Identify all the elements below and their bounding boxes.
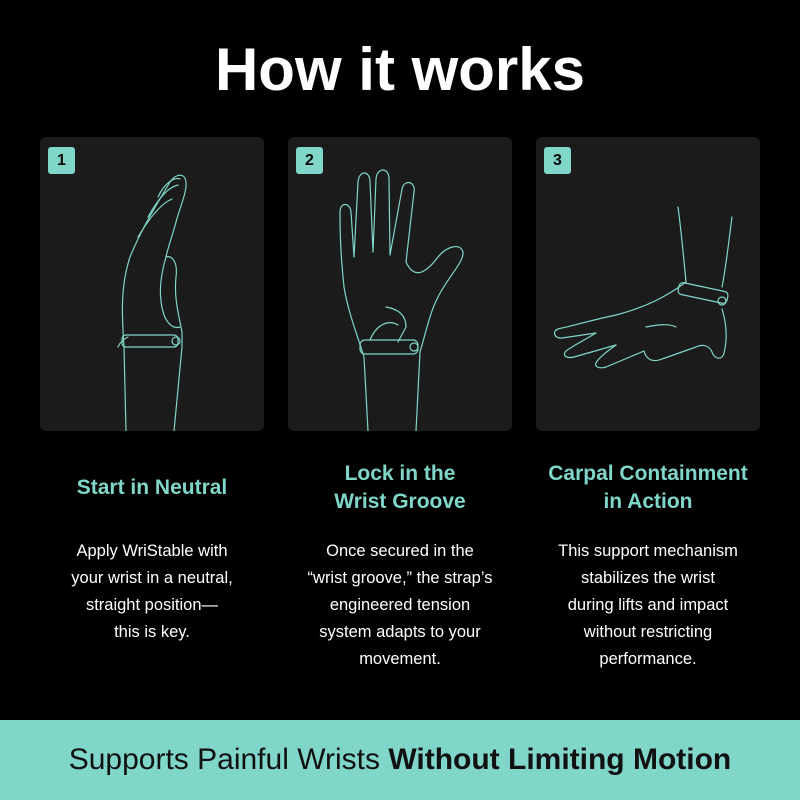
step-1-card: 1 <box>40 137 264 431</box>
step-2-title: Lock in the Wrist Groove <box>275 460 525 516</box>
step-1-title: Start in Neutral <box>27 474 277 502</box>
footer-banner: Supports Painful Wrists Without Limiting… <box>0 720 800 800</box>
page-title: How it works <box>214 36 586 103</box>
step-3-card: 3 <box>536 137 760 431</box>
step-3-title-line: Carpal Containment <box>548 462 748 485</box>
desc-line: performance. <box>599 650 697 668</box>
desc-line: Apply WriStable with <box>76 542 228 560</box>
desc-line: movement. <box>359 650 441 668</box>
desc-line: engineered tension <box>329 596 471 614</box>
footer-text-regular: Supports Painful Wrists <box>68 743 389 776</box>
step-2-title-line: Wrist Groove <box>334 490 466 513</box>
desc-line: during lifts and impact <box>567 596 729 614</box>
step-3-badge: 3 <box>544 147 571 174</box>
desc-line: this is key. <box>114 623 190 641</box>
hand-flat-strap-icon <box>553 206 733 369</box>
footer-text-bold: Without Limiting Motion <box>388 743 732 776</box>
step-2-card: 2 <box>288 137 512 431</box>
hand-palm-strap-icon <box>339 169 464 431</box>
desc-line: “wrist groove,” the strap’s <box>307 569 493 587</box>
step-2-badge: 2 <box>296 147 323 174</box>
step-3-title-line: in Action <box>603 490 693 513</box>
step-3-title: Carpal Containment in Action <box>523 460 773 516</box>
desc-line: This support mechanism <box>558 542 738 560</box>
step-2-title-line: Lock in the <box>344 462 456 485</box>
desc-line: system adapts to your <box>319 623 481 641</box>
step-2-description: Once secured in the “wrist groove,” the … <box>275 538 525 673</box>
step-1-title-line: Start in Neutral <box>76 476 228 499</box>
desc-line: stabilizes the wrist <box>581 569 715 587</box>
hand-side-view-strap-icon <box>117 174 187 431</box>
step-1-description: Apply WriStable with your wrist in a neu… <box>27 538 277 646</box>
step-3-description: This support mechanism stabilizes the wr… <box>523 538 773 673</box>
desc-line: straight position— <box>85 596 219 614</box>
desc-line: Once secured in the <box>326 542 474 560</box>
desc-line: without restricting <box>583 623 713 641</box>
desc-line: your wrist in a neutral, <box>71 569 233 587</box>
step-1-badge: 1 <box>48 147 75 174</box>
